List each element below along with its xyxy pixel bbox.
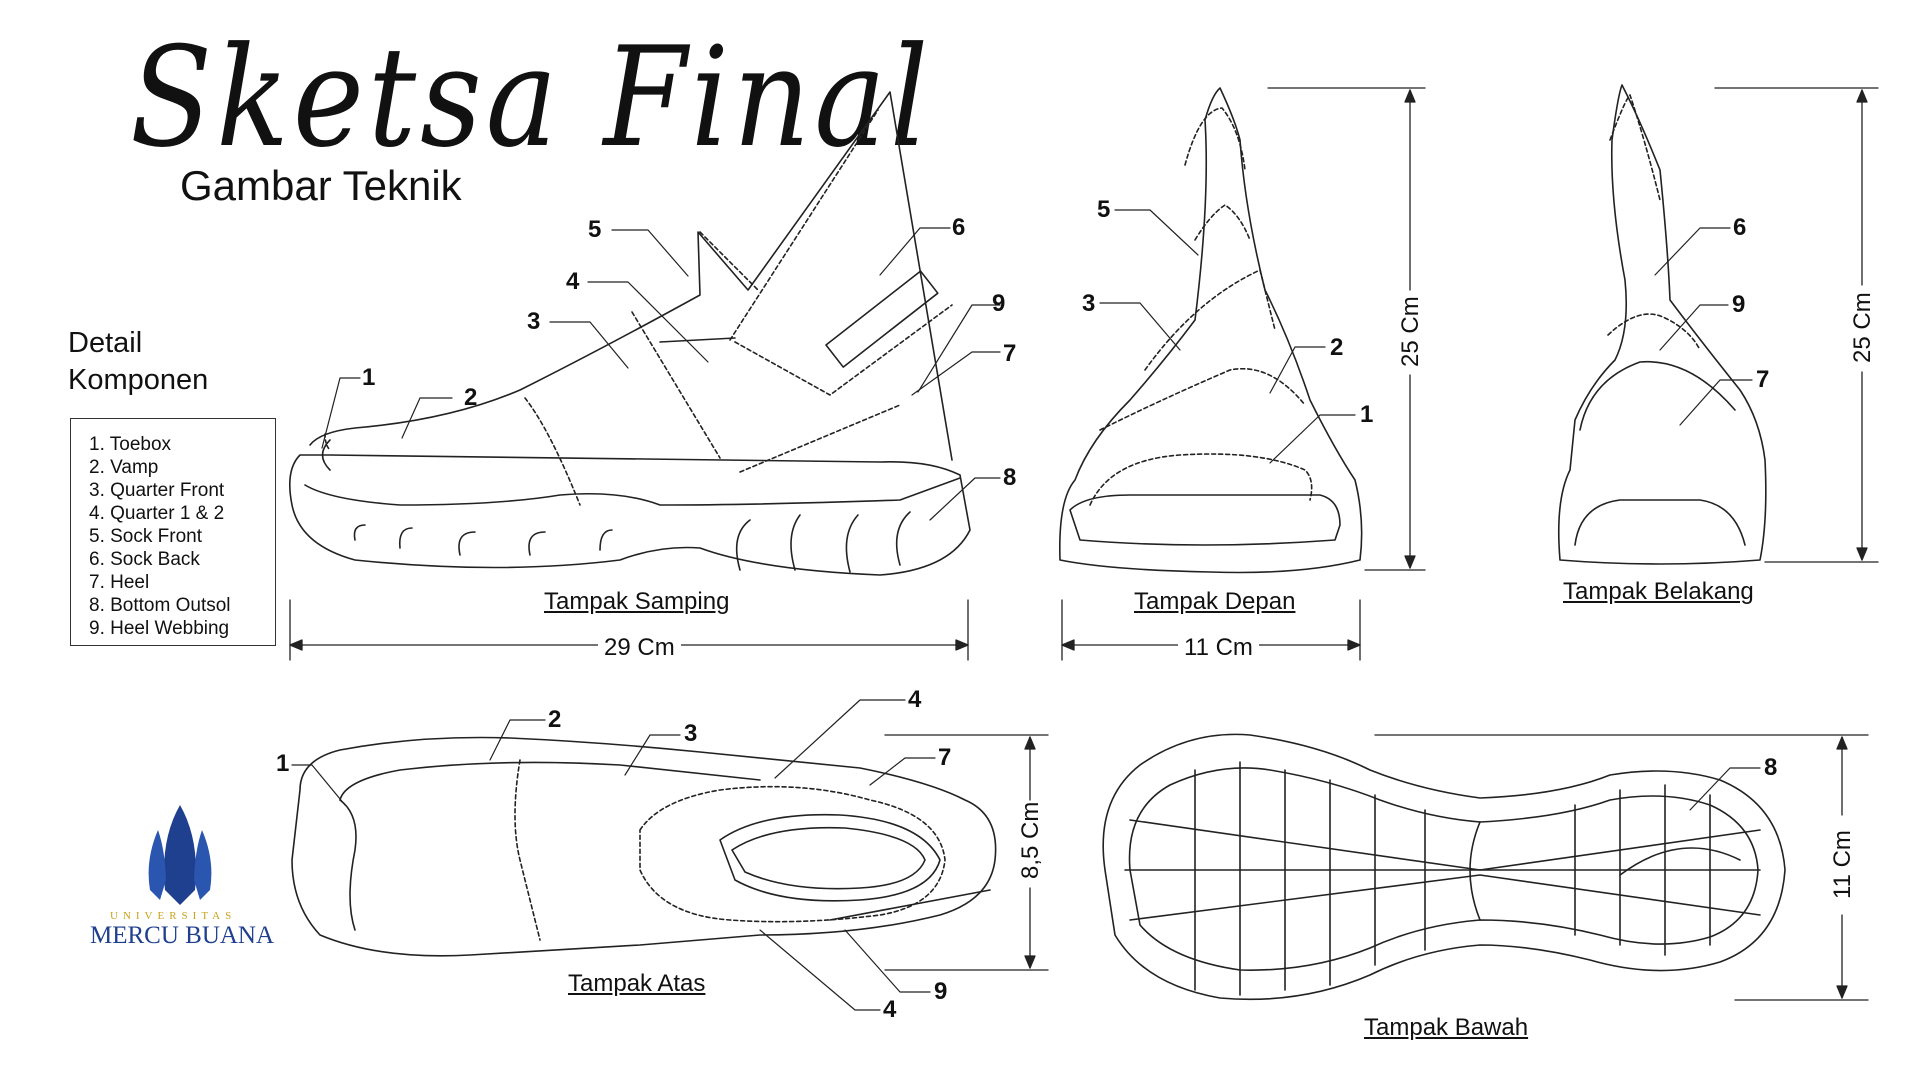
sketch-title: Sketsa Final [130, 18, 933, 179]
legend-item-sock-back: 6. Sock Back [89, 549, 200, 570]
top-view-dimension-line [884, 734, 1049, 971]
back-view-label: Tampak Belakang [1563, 578, 1754, 605]
component-heading-line2: Komponen [68, 364, 209, 396]
callout-top-3: 3 [684, 720, 698, 747]
side-view-drawing [289, 91, 971, 576]
callout-top-4b: 4 [883, 996, 897, 1023]
legend-item-heel: 7. Heel [89, 572, 150, 593]
front-view-dimension-lines [1061, 87, 1426, 661]
component-legend: 1. Toebox 2. Vamp 3. Quarter Front 4. Qu… [70, 418, 276, 646]
front-height-dimension: 25 Cm [1397, 296, 1424, 367]
callout-top-9: 9 [934, 978, 948, 1005]
side-view-leaders [321, 227, 1001, 521]
callout-side-3: 3 [527, 308, 541, 335]
logo-small-text: UNIVERSITAS [110, 910, 237, 922]
top-width-dimension: 8,5 Cm [1017, 801, 1044, 879]
callout-front-1: 1 [1360, 401, 1374, 428]
callout-side-1: 1 [362, 364, 376, 391]
top-view-drawing [291, 736, 997, 957]
legend-item-toebox: 1. Toebox [89, 434, 172, 455]
component-heading-line1: Detail [68, 327, 143, 359]
logo-name: MERCU BUANA [90, 922, 275, 949]
mercu-buana-logo-mark [148, 805, 212, 905]
legend-item-quarter-front: 3. Quarter Front [89, 480, 225, 501]
front-view-label: Tampak Depan [1134, 588, 1296, 615]
callout-top-1: 1 [276, 750, 290, 777]
back-view-dimension-line [1714, 87, 1879, 563]
callout-top-4a: 4 [908, 686, 922, 713]
bottom-view-drawing [1102, 733, 1786, 1001]
legend-item-sock-front: 5. Sock Front [89, 526, 202, 547]
bottom-width-dimension: 11 Cm [1829, 830, 1856, 899]
back-view-drawing [1557, 84, 1767, 565]
callout-back-9: 9 [1732, 291, 1746, 318]
callout-front-2: 2 [1330, 334, 1344, 361]
bottom-view-leaders [1689, 767, 1761, 811]
back-height-dimension: 25 Cm [1849, 292, 1876, 363]
top-view-leaders [291, 699, 936, 1011]
callout-bottom-8: 8 [1764, 754, 1778, 781]
bottom-view-dimension-line [1374, 734, 1869, 1001]
callout-top-7: 7 [938, 744, 952, 771]
top-view-label: Tampak Atas [568, 970, 706, 997]
side-view-label: Tampak Samping [544, 588, 730, 615]
front-width-dimension: 11 Cm [1178, 634, 1259, 662]
callout-side-8: 8 [1003, 464, 1017, 491]
callout-back-7: 7 [1756, 366, 1770, 393]
callout-side-4: 4 [566, 268, 580, 295]
callout-side-6: 6 [952, 214, 966, 241]
side-length-dimension: 29 Cm [598, 634, 681, 662]
callout-front-5: 5 [1097, 196, 1111, 223]
legend-item-quarter: 4. Quarter 1 & 2 [89, 503, 225, 524]
front-view-drawing [1058, 87, 1363, 574]
legend-item-heel-webbing: 9. Heel Webbing [89, 618, 230, 639]
front-view-leaders [1099, 209, 1356, 464]
callout-side-9: 9 [992, 290, 1006, 317]
legend-item-bottom-outsole: 8. Bottom Outsol [89, 595, 231, 616]
callout-side-5: 5 [588, 216, 602, 243]
sketch-subtitle: Gambar Teknik [180, 162, 462, 209]
back-view-leaders [1654, 227, 1753, 426]
callout-side-2: 2 [464, 384, 478, 411]
bottom-view-label: Tampak Bawah [1364, 1014, 1529, 1041]
callout-top-2: 2 [548, 706, 562, 733]
legend-item-vamp: 2. Vamp [89, 457, 159, 478]
callout-back-6: 6 [1733, 214, 1747, 241]
component-heading: Detail Komponen [68, 325, 208, 399]
callout-front-3: 3 [1082, 290, 1096, 317]
callout-side-7: 7 [1003, 340, 1017, 367]
